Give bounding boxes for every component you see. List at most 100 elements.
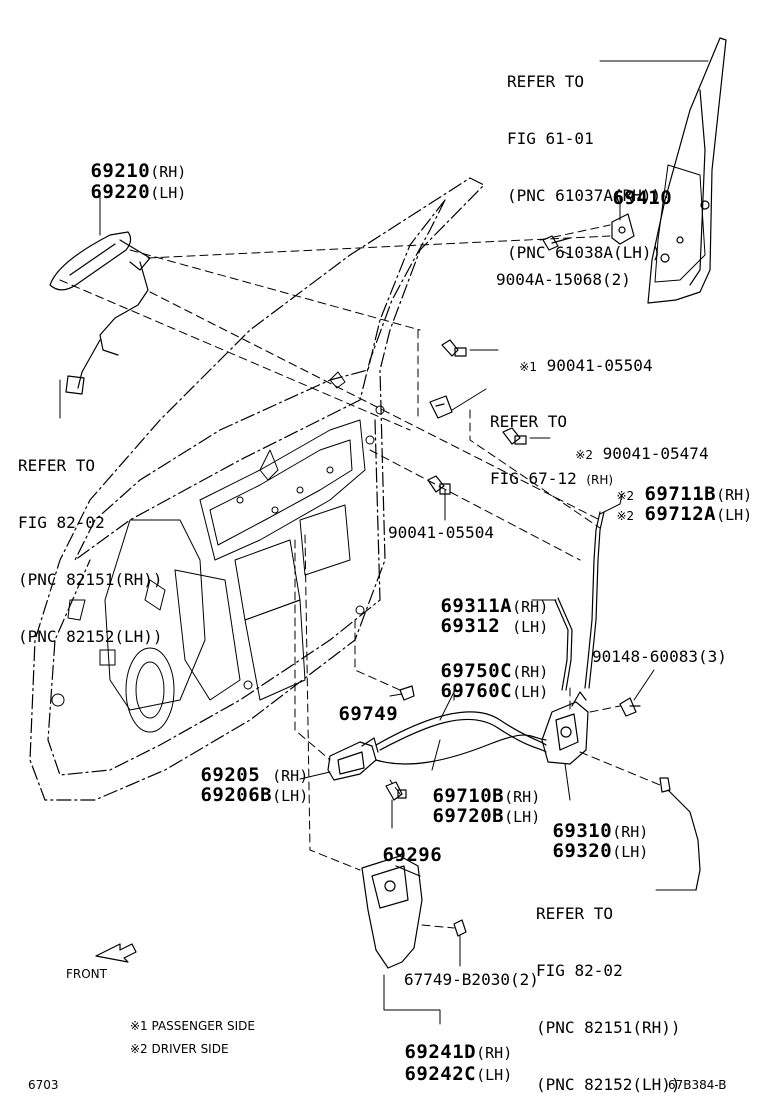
front-label: FRONT — [66, 967, 107, 981]
part-number: 69320 — [552, 840, 613, 862]
label-90148-60083: 90148-60083(3) — [592, 647, 727, 666]
side-suffix: (RH) — [504, 788, 541, 806]
screw-90041-05474 — [502, 427, 527, 445]
label-69206b: 69206B(LH) — [180, 769, 308, 805]
label-90041-05504: 90041-05504 — [388, 523, 494, 542]
side-suffix: (LH) — [716, 506, 753, 524]
side-suffix: (RH) — [476, 1044, 513, 1062]
footer-page-number: 6703 — [28, 1078, 59, 1092]
ref-fig-67-12: REFER TO FIG 67-12 (RH) — [490, 374, 613, 509]
label-69296: 69296 — [362, 829, 442, 865]
side-suffix: (LH) — [612, 843, 649, 861]
label-69712a: ※2 69712A(LH) — [596, 488, 752, 524]
note-mark: ※2 — [575, 448, 593, 462]
label-69310: 69310(RH) — [532, 805, 648, 841]
part-number: 69720B — [432, 805, 505, 827]
ref-line: FIG 82-02 — [18, 513, 105, 532]
ref-line: (PNC 61037A(RH)) — [507, 186, 662, 205]
part-number: 69242C — [404, 1063, 477, 1085]
label-69749: 69749 — [318, 688, 398, 724]
ref-fig-82-02-left: REFER TO FIG 82-02 (PNC 82151(RH)) (PNC … — [18, 418, 163, 665]
note-passenger-side: ※1 PASSENGER SIDE — [130, 1019, 255, 1033]
label-69241d: 69241D(RH) — [384, 1026, 512, 1062]
wire-harness-right — [659, 777, 701, 891]
part-number: 69312 — [440, 615, 513, 637]
part-69750c-cable — [375, 711, 547, 753]
side-suffix: (RH) — [612, 823, 649, 841]
part-69210-outside-handle — [49, 231, 151, 395]
ref-line: REFER TO — [536, 904, 614, 923]
side-suffix: (LH) — [504, 808, 541, 826]
ref-line: (PNC 61038A(LH)) — [507, 243, 662, 262]
ref-line: (PNC 82151(RH)) — [536, 1018, 681, 1037]
part-number: 69311A — [440, 595, 513, 617]
ref-line: REFER TO — [18, 456, 96, 475]
label-69710b: 69710B(RH) — [412, 770, 540, 806]
part-number: 90041-05504 — [546, 356, 653, 375]
note-driver-side: ※2 DRIVER SIDE — [130, 1042, 229, 1056]
side-suffix: (RH) — [716, 486, 753, 504]
window-frame-part — [647, 37, 727, 304]
part-number: 69711B — [644, 483, 717, 505]
label-67749-b2030: 67749-B2030(2) — [404, 970, 539, 989]
side-suffix: (RH) — [586, 473, 614, 487]
note-mark: ※1 — [519, 360, 537, 374]
note-mark: ※2 — [616, 489, 635, 503]
label-90041-05504-passenger: ※1 90041-05504 — [500, 342, 653, 375]
side-suffix: (LH) — [150, 184, 187, 202]
side-suffix: (RH) — [272, 767, 309, 785]
label-69242c: 69242C(LH) — [384, 1048, 512, 1084]
part-69310-door-lock — [541, 691, 589, 765]
part-69749-grommet — [399, 685, 415, 701]
part-number: 69410 — [612, 187, 673, 209]
part-69296-bolt — [385, 781, 407, 801]
label-69210: 69210(RH) — [70, 145, 186, 181]
side-suffix: (LH) — [512, 618, 549, 636]
label-69320: 69320(LH) — [532, 825, 648, 861]
part-number: 69710B — [432, 785, 505, 807]
side-suffix: (RH) — [150, 163, 187, 181]
ref-fig-82-02-right: REFER TO FIG 82-02 (PNC 82151(RH)) (PNC … — [536, 866, 681, 1113]
part-69711b-lock-rod — [584, 511, 605, 689]
label-69312: 69312 (LH) — [420, 600, 548, 636]
part-69241d-lock-cover — [361, 855, 423, 969]
side-suffix: (LH) — [512, 683, 549, 701]
screw-90041-05504-lower — [427, 475, 451, 495]
part-69312-lock-rod — [554, 597, 573, 691]
label-69311a: 69311A(RH) — [420, 580, 548, 616]
screw-67749-b2030 — [453, 919, 467, 937]
door-panel-details — [51, 371, 385, 733]
side-suffix: (RH) — [512, 598, 549, 616]
ref-line: REFER TO — [490, 412, 568, 431]
ref-line: (PNC 82152(LH)) — [18, 627, 163, 646]
label-69760c: 69760C(LH) — [420, 665, 548, 701]
part-number: 69205 — [200, 764, 273, 786]
label-69711b: ※2 69711B(RH) — [596, 468, 752, 504]
label-69220: 69220(LH) — [70, 166, 186, 202]
screw-90041-05504-upper — [441, 339, 467, 357]
label-69750c: 69750C(RH) — [420, 645, 548, 681]
clip-fig-67-12 — [429, 395, 453, 419]
part-number: 90041-05474 — [602, 444, 709, 463]
part-number: 69310 — [552, 820, 613, 842]
ref-line: FIG 67-12 (RH) — [490, 469, 613, 490]
part-number: 69210 — [90, 160, 151, 182]
part-69710b-cable — [375, 734, 547, 765]
side-suffix: (LH) — [476, 1066, 513, 1084]
alignment-lines — [59, 224, 661, 929]
part-number: 69220 — [90, 181, 151, 203]
part-number: 69712A — [644, 503, 717, 525]
part-number: 69750C — [440, 660, 513, 682]
front-arrow-icon — [95, 943, 137, 963]
part-number: 69760C — [440, 680, 513, 702]
part-number: 69749 — [338, 703, 399, 725]
part-number: 69241D — [404, 1041, 477, 1063]
part-69205-inside-handle — [327, 737, 379, 781]
part-69410-bracket — [542, 213, 635, 251]
screw-90148-60083 — [619, 697, 641, 717]
ref-line: FIG 82-02 — [536, 961, 623, 980]
label-9004a-15068: 9004A-15068(2) — [496, 270, 631, 289]
part-number: 69296 — [382, 844, 443, 866]
ref-line: (PNC 82152(LH)) — [536, 1075, 681, 1094]
